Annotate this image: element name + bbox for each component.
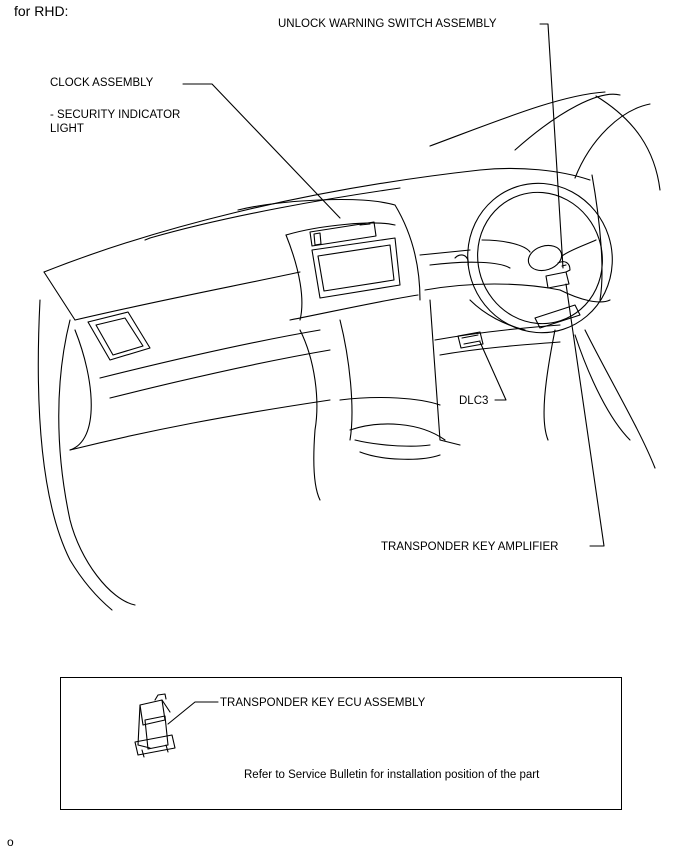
security-indicator-label-line1: - SECURITY INDICATOR (50, 109, 181, 121)
service-bulletin-note: Refer to Service Bulletin for installati… (244, 769, 540, 781)
dlc3-label: DLC3 (459, 395, 489, 407)
transponder-key-ecu-label: TRANSPONDER KEY ECU ASSEMBLY (220, 697, 426, 709)
transponder-key-amplifier-label: TRANSPONDER KEY AMPLIFIER (381, 541, 559, 553)
ecu-note-box (60, 677, 622, 810)
footer-mark: o (7, 835, 14, 849)
clock-assembly-label: CLOCK ASSEMBLY (50, 77, 154, 89)
security-indicator-label-line2: LIGHT (50, 123, 84, 135)
unlock-warning-switch-label: UNLOCK WARNING SWITCH ASSEMBLY (278, 18, 497, 30)
page-title: for RHD: (14, 3, 69, 19)
